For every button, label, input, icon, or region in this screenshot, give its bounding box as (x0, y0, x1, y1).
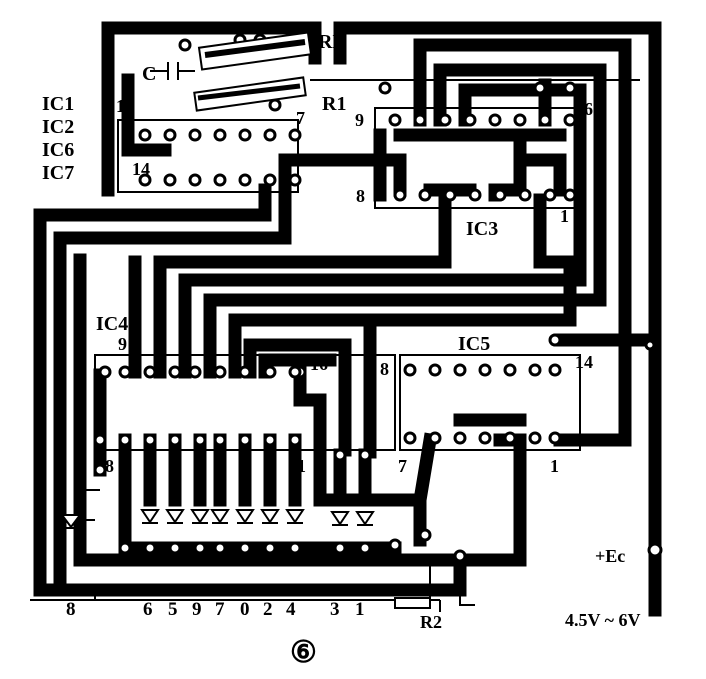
pin-ic5-7: 7 (398, 456, 407, 476)
label-ic4: IC4 (96, 313, 128, 335)
ic-outlines (94, 107, 581, 451)
component-rp (197, 31, 313, 71)
pin-ic4-8: 8 (105, 456, 114, 476)
label-ic6: IC6 (42, 139, 74, 161)
pin-ic4-9: 9 (118, 334, 127, 354)
ic3-outline (374, 107, 576, 209)
pin-ic3-1: 1 (560, 206, 569, 226)
digit-0: 0 (240, 599, 250, 620)
ic5-outline (399, 354, 581, 451)
label-supply-range: 4.5V ~ 6V (565, 610, 641, 630)
component-c (150, 62, 195, 80)
labels: RP C R1 IC1 IC2 IC6 IC7 1 14 7 8 9 16 8 … (42, 31, 641, 669)
label-supply: +Ec (595, 546, 625, 566)
led-row (60, 509, 375, 529)
led-0 (235, 509, 255, 524)
pin-ic3-16: 16 (575, 99, 593, 119)
label-c: C (142, 63, 156, 85)
led-8 (60, 514, 82, 529)
component-r1 (193, 76, 307, 112)
label-r1: R1 (322, 93, 346, 115)
led-7 (210, 509, 230, 524)
label-ic7: IC7 (42, 162, 74, 184)
led-9 (190, 509, 210, 524)
pin-ic1-1: 1 (116, 96, 125, 116)
label-r2: R2 (420, 612, 442, 632)
digit-8: 8 (66, 599, 76, 620)
digit-5: 5 (168, 599, 178, 620)
pin-ic1-14: 14 (132, 159, 150, 179)
pin-ic5-1: 1 (550, 456, 559, 476)
ic4-outline (94, 354, 396, 451)
pin-ic5-14: 14 (575, 352, 593, 372)
label-ic5: IC5 (458, 333, 490, 355)
pin-ic4-16: 16 (310, 354, 328, 374)
copper-traces (33, 21, 662, 617)
led-6 (140, 509, 160, 524)
digit-2: 2 (263, 599, 273, 620)
pin-ic4-1: 1 (297, 456, 306, 476)
digit-1: 1 (355, 599, 365, 620)
pin-ic3-9: 9 (355, 110, 364, 130)
led-2 (260, 509, 280, 524)
pin-ic5-8: 8 (380, 359, 389, 379)
digit-9: 9 (192, 599, 202, 620)
digit-3: 3 (330, 599, 340, 620)
pin-ic3-8: 8 (356, 186, 365, 206)
digit-7: 7 (215, 599, 225, 620)
pin-ic1-7: 7 (296, 108, 305, 128)
pads (93, 33, 663, 563)
led-4 (285, 509, 305, 524)
thin-wires (30, 79, 656, 612)
digit-4: 4 (286, 599, 296, 620)
digit-6: 6 (143, 599, 153, 620)
label-rp: RP (318, 31, 345, 53)
led-5 (165, 509, 185, 524)
label-ic3: IC3 (466, 218, 498, 240)
figure-number: ⑥ (290, 636, 317, 669)
pin-ic1-8: 8 (280, 154, 289, 174)
ic1-outline (117, 119, 299, 193)
label-ic1: IC1 (42, 93, 74, 115)
label-ic2: IC2 (42, 116, 74, 138)
led-3 (330, 511, 350, 526)
led-1 (355, 511, 375, 526)
component-r2 (394, 597, 431, 609)
